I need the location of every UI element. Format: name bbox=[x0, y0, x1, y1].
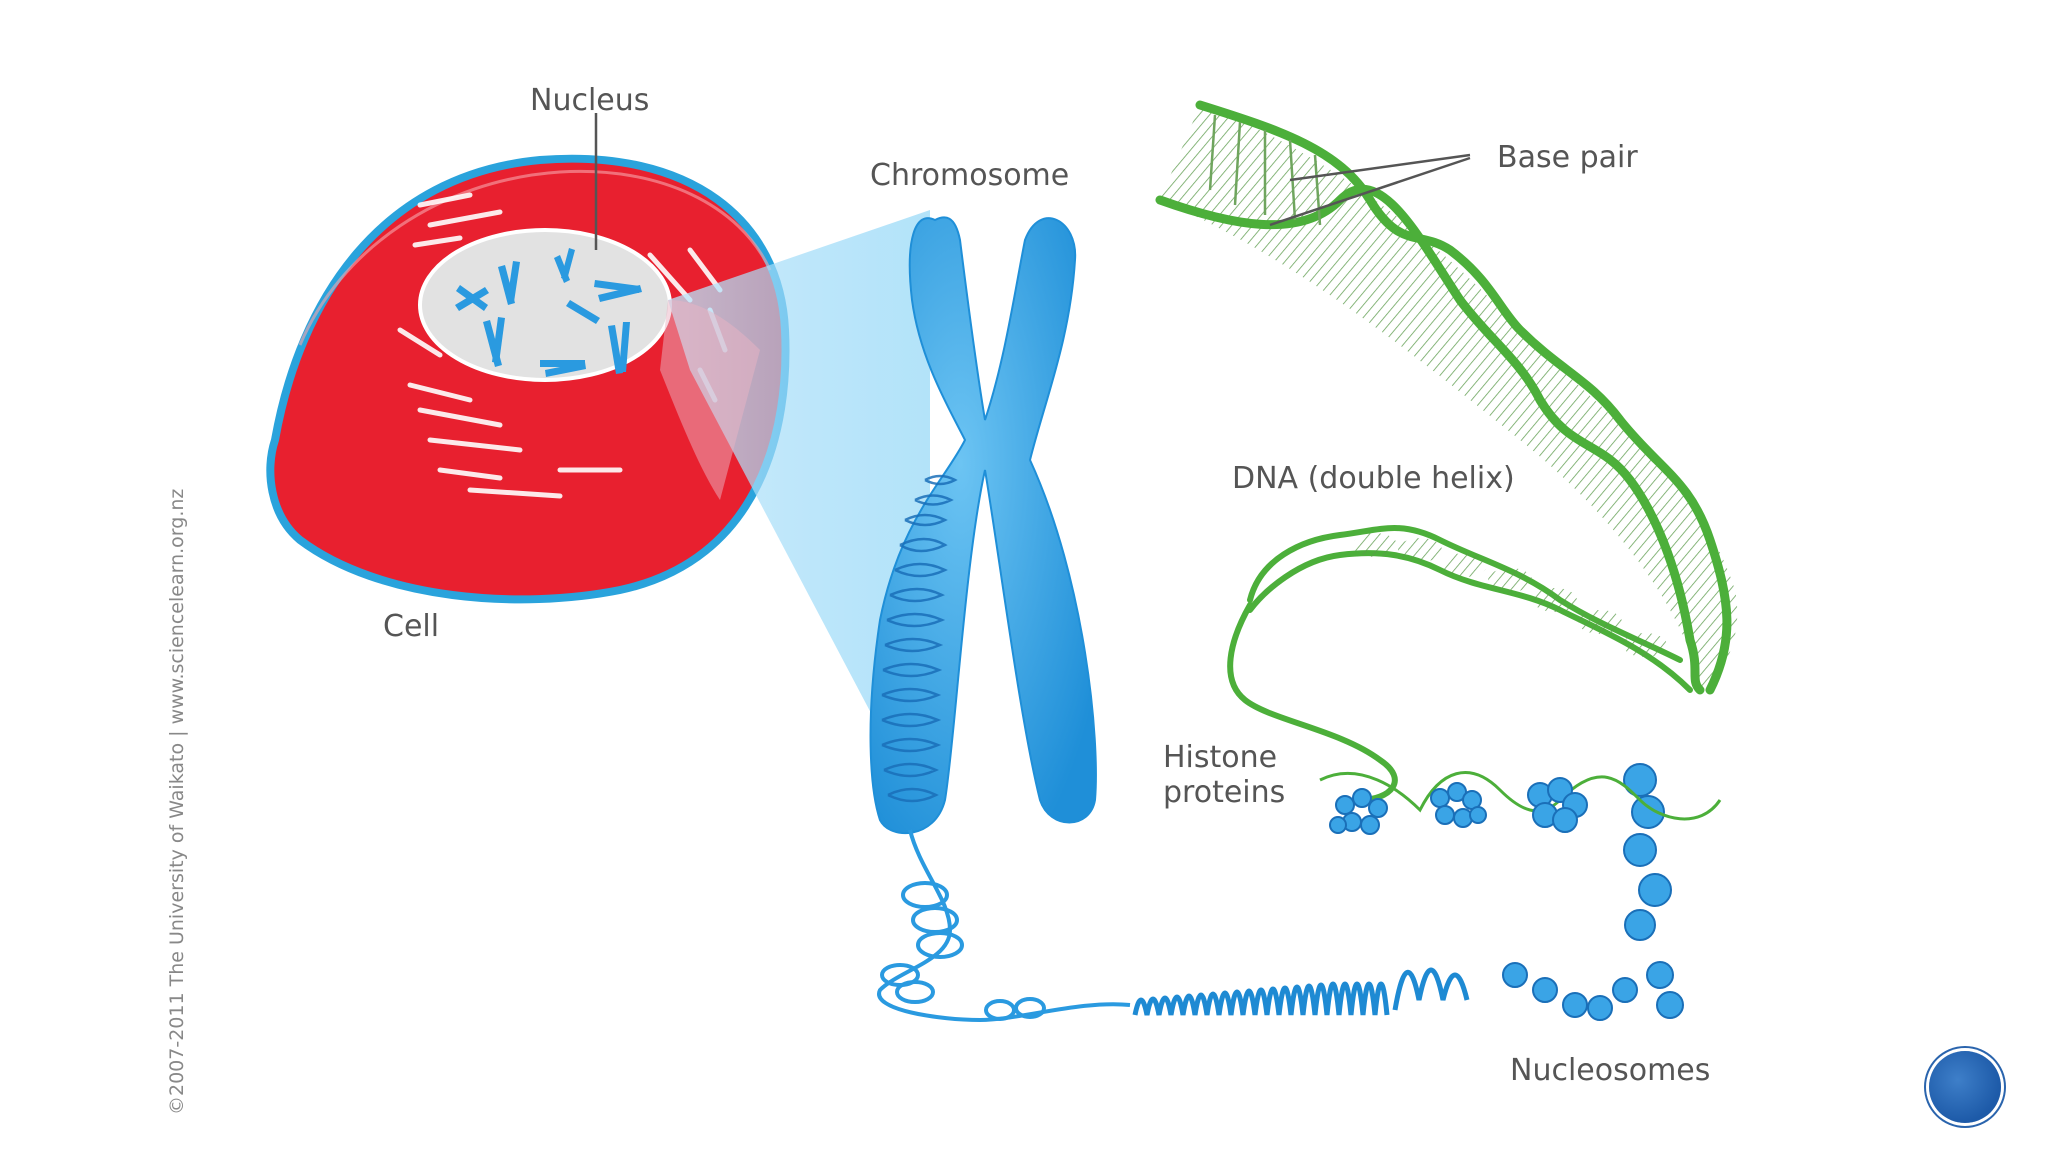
copyright-credit: ©2007-2011 The University of Waikato | w… bbox=[166, 489, 188, 1115]
mini-chromosomes bbox=[455, 248, 642, 377]
fiber-strand bbox=[877, 829, 1131, 1023]
histone-label-line1: Histone bbox=[1163, 740, 1277, 775]
base-pair-leader-a bbox=[1289, 153, 1471, 182]
zoom-beam-over-cell bbox=[660, 300, 760, 500]
cell-label: Cell bbox=[383, 609, 439, 644]
histone-label-line2: proteins bbox=[1163, 775, 1285, 810]
dna-double-helix bbox=[1155, 100, 1738, 821]
nucleus-label: Nucleus bbox=[530, 83, 649, 118]
fiber-loops bbox=[880, 881, 1046, 1021]
chromosome bbox=[869, 216, 1097, 834]
base-pair-label: Base pair bbox=[1497, 140, 1638, 175]
chromatin-coils bbox=[881, 474, 958, 803]
chromatin-fiber bbox=[877, 763, 1684, 1023]
small-helix-hatch bbox=[1353, 533, 1667, 657]
dna-loops bbox=[1319, 771, 1722, 821]
cell-top-rim bbox=[298, 169, 772, 346]
dna-label: DNA (double helix) bbox=[1232, 461, 1515, 496]
solenoid-coil bbox=[1132, 967, 1470, 1016]
histone-clusters bbox=[1329, 777, 1588, 835]
nucleosome-beads bbox=[1502, 763, 1684, 1021]
histone-cluster bbox=[1329, 788, 1388, 835]
histone-cluster bbox=[1527, 777, 1588, 833]
helix-fill bbox=[1160, 105, 1738, 690]
slide-nav-button[interactable] bbox=[1929, 1051, 2001, 1123]
histone-cluster bbox=[1430, 782, 1487, 828]
nucleosomes-label: Nucleosomes bbox=[1510, 1053, 1710, 1088]
cell bbox=[266, 154, 790, 604]
chromosome-label: Chromosome bbox=[870, 158, 1069, 193]
leader-lines bbox=[594, 113, 1471, 250]
base-pair-leader-b bbox=[1269, 156, 1471, 227]
helix-strands bbox=[1155, 100, 1732, 695]
